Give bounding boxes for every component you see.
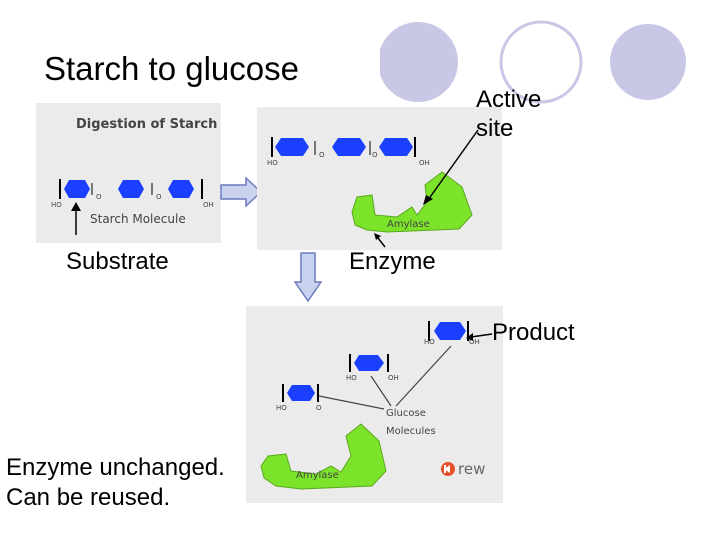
- glucose-label-line1: Glucose: [386, 408, 426, 419]
- oh-label: OH: [203, 201, 214, 209]
- o-label: O: [96, 193, 102, 201]
- svg-text:HO: HO: [276, 404, 287, 412]
- amylase-enzyme-shape: [260, 423, 387, 490]
- panel-enzyme-substrate: HO O O OH Amylase: [257, 107, 502, 250]
- rewind-label: rew: [458, 460, 486, 478]
- circle-outline: [499, 20, 583, 104]
- glucose-label-line2: Molecules: [386, 426, 436, 437]
- arrow-down: [294, 252, 322, 302]
- svg-text:O: O: [316, 404, 322, 412]
- starch-molecule: HO O O OH: [267, 137, 430, 167]
- glucose-unit: [275, 138, 309, 156]
- o-label: O: [156, 193, 162, 201]
- oh-label: OH: [419, 159, 430, 167]
- o-label: O: [319, 151, 325, 159]
- glucose-molecule-mid: HO OH: [346, 354, 399, 382]
- o-label: O: [372, 151, 378, 159]
- panel-starch-heading: Digestion of Starch: [76, 117, 217, 132]
- svg-text:HO: HO: [424, 338, 435, 346]
- pointer-line: [318, 395, 385, 410]
- ho-label: HO: [51, 201, 62, 209]
- starch-caption: Starch Molecule: [90, 212, 186, 226]
- decorative-circles: [380, 20, 686, 104]
- enzyme-label: Enzyme: [349, 248, 436, 275]
- enzyme-unchanged-label: Enzyme unchanged. Can be reused.: [6, 454, 225, 511]
- active-site-label: Active site: [476, 86, 542, 142]
- glucose-unit: [118, 180, 144, 198]
- substrate-label: Substrate: [66, 248, 169, 275]
- svg-text:OH: OH: [469, 338, 480, 346]
- glucose-unit: [332, 138, 366, 156]
- glucose-unit: [379, 138, 413, 156]
- glucose-unit: [64, 180, 90, 198]
- rewind-button[interactable]: rew: [441, 460, 485, 478]
- circle-filled-1: [380, 22, 458, 102]
- rewind-icon: [441, 462, 455, 476]
- svg-text:HO: HO: [346, 374, 357, 382]
- glucose-molecule-product: HO OH: [424, 321, 480, 346]
- product-label: Product: [492, 319, 575, 346]
- arrow-right: [220, 177, 262, 207]
- glucose-unit: [168, 180, 194, 198]
- panel-starch-molecule: Digestion of Starch HO O O OH Starch Mol…: [36, 103, 221, 243]
- panel-products: HO OH HO OH HO O Glucose Molecules Amyla…: [246, 306, 503, 503]
- amylase-label: Amylase: [296, 470, 339, 481]
- amylase-label: Amylase: [387, 219, 430, 230]
- glucose-molecule-low: HO O: [276, 384, 322, 412]
- ho-label: HO: [267, 159, 278, 167]
- pointer-line: [395, 345, 452, 407]
- slide-title: Starch to glucose: [44, 50, 299, 87]
- svg-text:OH: OH: [388, 374, 399, 382]
- pointer-line: [370, 375, 392, 407]
- circle-filled-2: [610, 24, 686, 100]
- starch-molecule: HO O O OH: [51, 179, 214, 209]
